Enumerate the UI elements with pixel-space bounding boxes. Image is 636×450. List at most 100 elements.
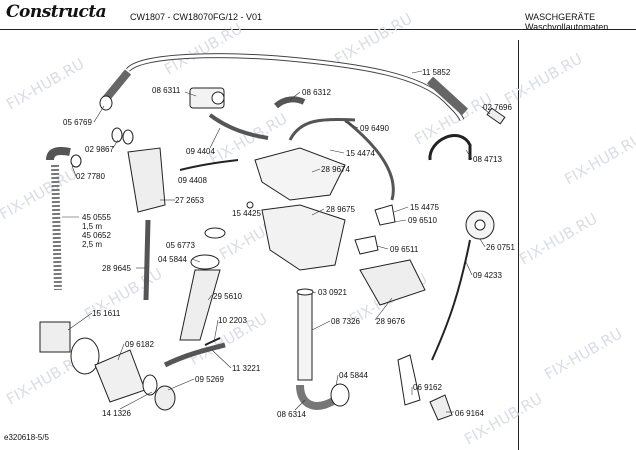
part-label: 06 9162 — [413, 383, 442, 392]
leader-line — [294, 399, 306, 411]
screw-part — [246, 201, 254, 209]
section-divider — [518, 40, 519, 450]
hose-clamp-part — [99, 95, 113, 111]
knob-part — [429, 394, 453, 421]
pump-seal-part — [70, 337, 100, 375]
part-label: 09 4404 — [186, 147, 215, 156]
leader-line — [465, 261, 473, 276]
small-hose-part — [179, 159, 239, 171]
inlet-hose-part — [126, 54, 464, 121]
part-label: 27 2653 — [175, 196, 204, 205]
pressure-switch-center-part — [474, 219, 486, 231]
leader-line — [311, 168, 321, 173]
part-label: 06 9164 — [455, 409, 484, 418]
air-chamber-part — [127, 147, 166, 213]
part-label: 2,5 m — [82, 240, 103, 249]
leader-line — [209, 127, 221, 149]
part-label: 09 4233 — [473, 271, 502, 280]
drain-elbow-part — [46, 147, 71, 161]
leader-line — [376, 245, 389, 250]
part-label: 09 6490 — [360, 124, 389, 133]
leader-line — [119, 391, 153, 410]
hose-corrugated-end-part — [426, 76, 469, 116]
part-label: 04 5844 — [158, 255, 187, 264]
filter-seal-part — [142, 374, 158, 396]
part-label: 09 6182 — [125, 340, 154, 349]
part-label: 26 0751 — [486, 243, 515, 252]
part-label: 09 4408 — [178, 176, 207, 185]
leader-line — [374, 297, 393, 321]
part-label: 05 6769 — [63, 118, 92, 127]
brand-logo: Constructa — [6, 2, 107, 22]
leader-line — [411, 70, 423, 74]
drain-pump-part — [39, 321, 71, 353]
hose-elbow-part — [101, 69, 132, 103]
filter-insert-part — [486, 107, 506, 125]
part-label: 02 7780 — [76, 172, 105, 181]
filter-part — [154, 385, 176, 411]
part-label: 29 5610 — [213, 292, 242, 301]
detergent-drawer-part — [359, 259, 426, 306]
part-label: 11 5852 — [422, 68, 451, 77]
leader-line — [71, 165, 77, 177]
part-label: 28 9645 — [102, 264, 131, 273]
leader-line — [344, 121, 359, 129]
leader-line — [311, 320, 331, 331]
bellows-hose-part — [179, 269, 221, 341]
part-label: 02 7696 — [483, 103, 512, 112]
leader-line — [184, 91, 197, 97]
seal-ring-part — [70, 154, 82, 168]
part-label: 03 0921 — [318, 288, 347, 297]
part-label: 45 0555 — [82, 213, 111, 222]
part-label: 45 0652 — [82, 231, 111, 240]
part-label: 15 4475 — [410, 203, 439, 212]
hose-clamp-part — [330, 383, 350, 407]
leader-line — [117, 343, 125, 361]
leader-line — [393, 206, 409, 213]
leader-line — [289, 91, 301, 101]
part-label: 08 6311 — [152, 86, 181, 95]
dispenser-frame-part — [254, 147, 346, 201]
seal-part — [204, 227, 226, 239]
leader-line — [335, 374, 339, 387]
part-label: 15 4425 — [232, 209, 261, 218]
category-title: WASCHGERÄTE — [525, 12, 596, 22]
part-label: 15 1611 — [92, 309, 121, 318]
hook-part — [397, 354, 421, 406]
part-label: 08 6314 — [277, 410, 306, 419]
clip-part — [354, 235, 379, 255]
header-divider — [0, 29, 636, 30]
part-label: 02 9867 — [85, 145, 114, 154]
dispenser-housing-part — [261, 204, 346, 271]
part-label: 09 6511 — [390, 245, 419, 254]
part-label: 09 6510 — [408, 216, 437, 225]
category-subtitle: Waschvollautomaten — [525, 22, 609, 32]
leader-line — [191, 258, 201, 263]
leader-line — [211, 349, 232, 369]
drain-hose-part — [51, 164, 62, 291]
leader-line — [329, 149, 345, 154]
part-label: 28 9676 — [376, 317, 405, 326]
seal-ring-part — [122, 129, 134, 145]
leader-line — [311, 291, 317, 294]
part-label: 08 4713 — [473, 155, 502, 164]
part-label: 08 6312 — [302, 88, 331, 97]
hose-bracket-part — [428, 134, 472, 161]
hose-part — [163, 342, 226, 368]
part-label: 15 4474 — [346, 149, 375, 158]
leader-line — [481, 106, 491, 115]
model-number: CW1807 - CW18070FG/12 - V01 — [130, 12, 263, 22]
leader-line — [311, 208, 325, 216]
leader-line — [93, 105, 105, 123]
connection-hose-part — [344, 118, 395, 201]
pressure-hose-part — [431, 239, 471, 361]
leader-line — [393, 219, 407, 223]
document-id: e320618-5/5 — [4, 433, 49, 442]
part-label: 04 5844 — [339, 371, 368, 380]
solenoid-valve-port-part — [211, 91, 225, 105]
part-label: 11 3221 — [232, 364, 261, 373]
connection-hose-part — [208, 113, 269, 140]
leader-line — [112, 139, 119, 149]
